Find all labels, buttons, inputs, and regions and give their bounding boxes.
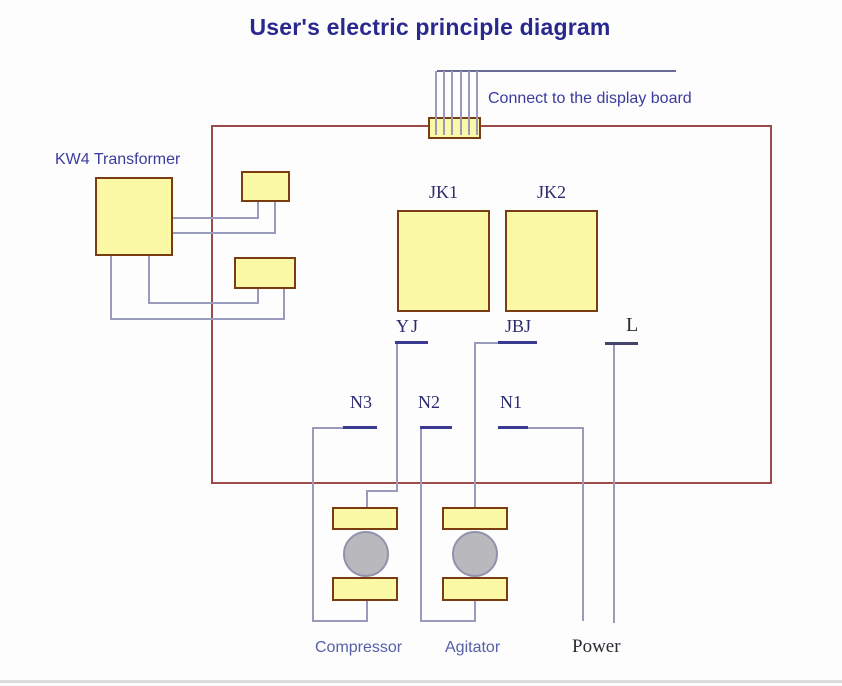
terminal-n3-label: N3 bbox=[350, 392, 372, 412]
n3-wire bbox=[312, 427, 314, 622]
page-title: User's electric principle diagram bbox=[249, 14, 611, 40]
n2-wire bbox=[474, 598, 476, 622]
connector-label: Connect to the display board bbox=[488, 90, 692, 107]
transformer-aux-box-top bbox=[241, 171, 290, 202]
connector-pin bbox=[443, 71, 445, 135]
terminal-n3-mark bbox=[343, 426, 377, 429]
n3-wire bbox=[366, 598, 368, 622]
transformer-wire bbox=[257, 202, 259, 219]
power-label: Power bbox=[572, 636, 621, 657]
connector-pin bbox=[468, 71, 470, 135]
transformer-wire bbox=[173, 232, 275, 234]
compressor-winding-bottom bbox=[332, 577, 398, 601]
display-connector bbox=[428, 117, 481, 139]
compressor-winding-top bbox=[332, 507, 398, 530]
yj-wire bbox=[366, 490, 368, 510]
control-board-outline bbox=[211, 125, 772, 484]
compressor-label: Compressor bbox=[315, 639, 403, 656]
connector-pin bbox=[476, 71, 478, 135]
agitator-winding-top bbox=[442, 507, 508, 530]
display-bus-wire bbox=[437, 70, 676, 72]
transformer-wire bbox=[148, 256, 150, 304]
terminal-l-mark bbox=[605, 342, 638, 345]
transformer-wire bbox=[173, 217, 258, 219]
yj-wire bbox=[396, 343, 398, 491]
relay-jk2-label: JK2 bbox=[536, 182, 566, 202]
relay-jk2 bbox=[505, 210, 598, 312]
jbj-wire bbox=[474, 342, 476, 509]
terminal-n1-mark bbox=[498, 426, 528, 429]
transformer-wire bbox=[110, 256, 112, 320]
n3-wire bbox=[312, 620, 368, 622]
agitator-motor bbox=[452, 531, 498, 577]
transformer-wire bbox=[257, 289, 259, 304]
terminal-yj-mark bbox=[395, 341, 428, 344]
yj-wire bbox=[366, 490, 398, 492]
jbj-wire bbox=[474, 342, 500, 344]
connector-pin bbox=[451, 71, 453, 135]
terminal-l-label: L bbox=[626, 314, 639, 336]
n1-wire bbox=[526, 427, 584, 429]
compressor-motor bbox=[343, 531, 389, 577]
relay-jk1-label: JK1 bbox=[428, 182, 458, 202]
transformer-wire bbox=[110, 318, 284, 320]
terminal-jbj-mark bbox=[498, 341, 537, 344]
transformer-label: KW4 Transformer bbox=[55, 151, 181, 168]
l-wire bbox=[613, 344, 615, 623]
connector-pin bbox=[435, 71, 437, 135]
terminal-n1-label: N1 bbox=[500, 392, 522, 412]
agitator-winding-bottom bbox=[442, 577, 508, 601]
transformer-body bbox=[95, 177, 173, 256]
transformer-wire bbox=[283, 289, 285, 320]
n3-wire bbox=[312, 427, 345, 429]
n2-wire bbox=[420, 429, 422, 622]
transformer-aux-box-bottom bbox=[234, 257, 296, 289]
n2-wire bbox=[420, 620, 476, 622]
terminal-n2-mark bbox=[420, 426, 452, 429]
relay-jk1 bbox=[397, 210, 490, 312]
connector-pin bbox=[460, 71, 462, 135]
terminal-yj-label: YJ bbox=[396, 316, 421, 336]
agitator-label: Agitator bbox=[445, 639, 501, 656]
terminal-jbj-label: JBJ bbox=[505, 316, 532, 336]
terminal-n2-label: N2 bbox=[418, 392, 440, 412]
n1-wire bbox=[582, 427, 584, 621]
transformer-wire bbox=[274, 202, 276, 234]
transformer-wire bbox=[148, 302, 259, 304]
bottom-edge-line bbox=[0, 680, 842, 683]
